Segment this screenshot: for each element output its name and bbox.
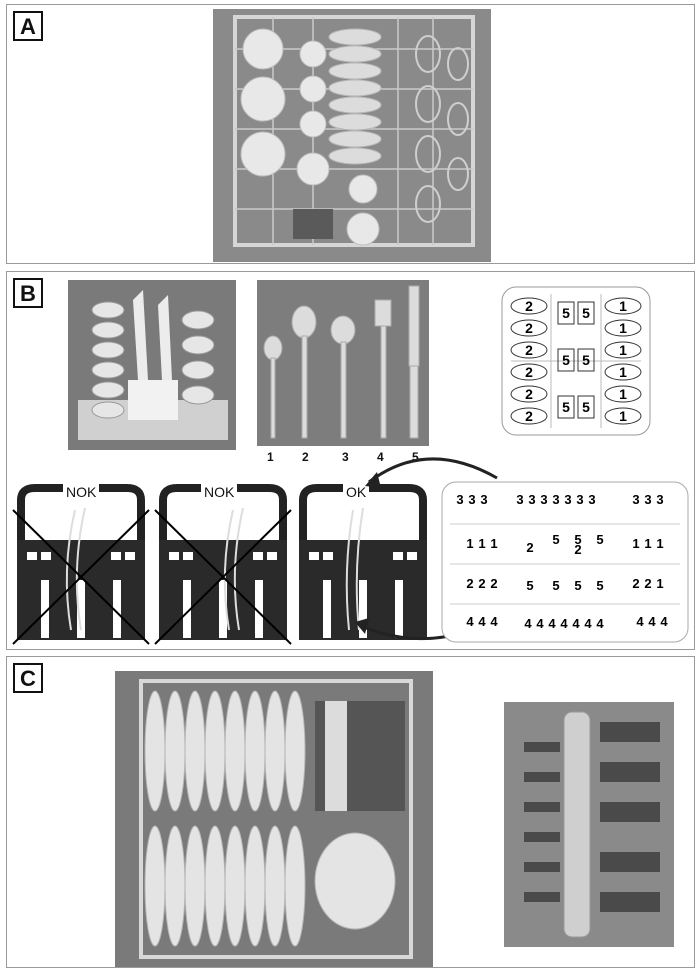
cutlery-basket-photo <box>504 702 674 947</box>
basket-example-1-label: NOK <box>63 484 100 500</box>
panel-b-label: B <box>13 278 43 308</box>
large-map-r3-1: 2 <box>466 576 473 591</box>
large-map-r4-1: 4 <box>466 614 474 629</box>
small-basket-layout: 2 2 2 2 2 2 5 5 5 5 5 5 1 1 1 1 1 1 <box>501 286 651 436</box>
large-map-r1-8: 3 <box>564 492 571 507</box>
panel-a-label: A <box>13 11 43 41</box>
panel-a: A <box>6 4 695 264</box>
cutlery-holder-photo <box>68 280 236 450</box>
large-map-r1-7: 3 <box>552 492 559 507</box>
large-map-r4-12: 4 <box>648 614 656 629</box>
large-map-r3-8: 2 <box>632 576 639 591</box>
large-map-r4-8: 4 <box>572 616 580 631</box>
cutlery-number-2: 2 <box>302 450 309 464</box>
large-map-r2-9: 1 <box>632 536 639 551</box>
large-map-r2-3: 1 <box>490 536 497 551</box>
large-map-r4-4: 4 <box>524 616 532 631</box>
large-basket-layout: 3 3 3 3 3 3 3 3 3 3 3 3 3 1 1 1 2 5 5 2 <box>440 480 690 649</box>
large-map-r1-4: 3 <box>516 492 523 507</box>
small-map-right-2: 1 <box>619 320 627 336</box>
basket-example-2-label: NOK <box>201 484 238 500</box>
large-map-r1-6: 3 <box>540 492 547 507</box>
large-map-r1-3: 3 <box>480 492 487 507</box>
small-map-right-4: 1 <box>619 364 627 380</box>
panel-b: B 1 <box>6 271 695 650</box>
cutlery-number-4: 4 <box>377 450 384 464</box>
small-map-mid-5: 5 <box>562 399 570 415</box>
small-map-right-3: 1 <box>619 342 627 358</box>
large-map-r1-1: 3 <box>456 492 463 507</box>
large-map-r4-6: 4 <box>548 616 556 631</box>
large-map-r3-5: 5 <box>552 578 559 593</box>
large-map-r4-10: 4 <box>596 616 604 631</box>
large-map-r1-12: 3 <box>644 492 651 507</box>
small-map-left-1: 2 <box>525 298 533 314</box>
large-map-r4-5: 4 <box>536 616 544 631</box>
small-map-mid-6: 5 <box>582 399 590 415</box>
large-map-r2-7: 2 <box>574 542 581 557</box>
small-map-right-6: 1 <box>619 408 627 424</box>
small-map-left-5: 2 <box>525 386 533 402</box>
large-map-r3-9: 2 <box>644 576 651 591</box>
panel-c: C <box>6 656 695 968</box>
large-map-r2-5: 5 <box>552 532 559 547</box>
small-map-left-4: 2 <box>525 364 533 380</box>
lower-rack-photo <box>115 671 433 967</box>
cutlery-number-5: 5 <box>412 450 419 464</box>
large-map-r3-4: 5 <box>526 578 533 593</box>
large-map-r4-9: 4 <box>584 616 592 631</box>
large-map-r1-13: 3 <box>656 492 663 507</box>
large-map-r4-13: 4 <box>660 614 668 629</box>
panel-c-label: C <box>13 663 43 693</box>
large-map-r1-10: 3 <box>588 492 595 507</box>
large-map-r2-8: 5 <box>596 532 603 547</box>
small-map-left-2: 2 <box>525 320 533 336</box>
large-map-r2-2: 1 <box>478 536 485 551</box>
small-map-left-6: 2 <box>525 408 533 424</box>
basket-example-3-label: OK <box>343 484 370 500</box>
small-map-mid-2: 5 <box>582 305 590 321</box>
small-map-left-3: 2 <box>525 342 533 358</box>
large-map-r3-3: 2 <box>490 576 497 591</box>
small-map-mid-4: 5 <box>582 352 590 368</box>
arrow-head-top <box>365 472 381 488</box>
basket-example-1 <box>11 480 151 646</box>
large-map-r3-10: 1 <box>656 576 663 591</box>
large-map-r4-7: 4 <box>560 616 568 631</box>
large-map-r2-1: 1 <box>466 536 473 551</box>
basket-example-2 <box>153 480 293 646</box>
cutlery-number-3: 3 <box>342 450 349 464</box>
small-map-right-5: 1 <box>619 386 627 402</box>
large-map-r1-2: 3 <box>468 492 475 507</box>
large-map-r4-11: 4 <box>636 614 644 629</box>
large-map-r2-6: 5 <box>574 532 581 547</box>
large-map-r1-5: 3 <box>528 492 535 507</box>
cutlery-number-1: 1 <box>267 450 274 464</box>
large-map-r1-11: 3 <box>632 492 639 507</box>
large-map-r2-10: 1 <box>644 536 651 551</box>
large-map-r1-9: 3 <box>576 492 583 507</box>
large-map-r2-11: 1 <box>656 536 663 551</box>
small-map-right-1: 1 <box>619 298 627 314</box>
large-map-r3-7: 5 <box>596 578 603 593</box>
large-map-r4-2: 4 <box>478 614 486 629</box>
small-map-mid-3: 5 <box>562 352 570 368</box>
large-map-r4-3: 4 <box>490 614 498 629</box>
small-map-mid-1: 5 <box>562 305 570 321</box>
large-map-r2-4: 2 <box>526 540 533 555</box>
upper-rack-photo <box>213 9 491 262</box>
cutlery-types-photo <box>257 280 429 446</box>
large-map-r3-2: 2 <box>478 576 485 591</box>
arrow-head-bottom <box>355 618 369 634</box>
large-map-r3-6: 5 <box>574 578 581 593</box>
